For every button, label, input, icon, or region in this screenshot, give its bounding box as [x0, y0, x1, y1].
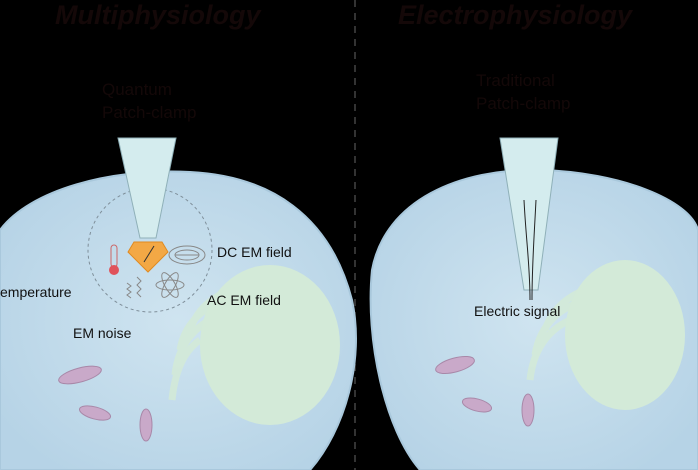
left-probe-label-2: Patch-clamp [102, 103, 196, 122]
nucleus [200, 265, 340, 425]
ac-field-label: AC EM field [207, 292, 281, 308]
right-probe-label-1: Traditional [476, 71, 555, 90]
left-title: Multiphysiology [55, 0, 262, 30]
diamond-icon [127, 241, 169, 273]
sensing-region [87, 187, 213, 313]
thermometer-icon [109, 244, 119, 275]
dc-field-label: DC EM field [217, 244, 292, 260]
electric-signal-label: Electric signal [474, 303, 560, 319]
em-noise-label: EM noise [73, 325, 132, 341]
mitochondria [435, 355, 535, 427]
traditional-pipette [499, 137, 559, 291]
right-cell [369, 137, 698, 470]
right-title: Electrophysiology [398, 0, 634, 30]
em-noise-icon [126, 276, 142, 299]
left-cell [0, 137, 357, 470]
quantum-pipette [117, 137, 177, 239]
golgi [168, 281, 261, 401]
mitochondria [58, 365, 153, 442]
ac-field-icon [155, 272, 185, 298]
dc-field-icon [168, 245, 206, 265]
golgi [526, 281, 613, 381]
nucleus [565, 260, 685, 410]
electrode-wire [523, 199, 537, 301]
right-probe-label-2: Patch-clamp [476, 94, 570, 113]
temperature-label: emperature [0, 284, 72, 300]
left-probe-label-1: Quantum [102, 80, 172, 99]
